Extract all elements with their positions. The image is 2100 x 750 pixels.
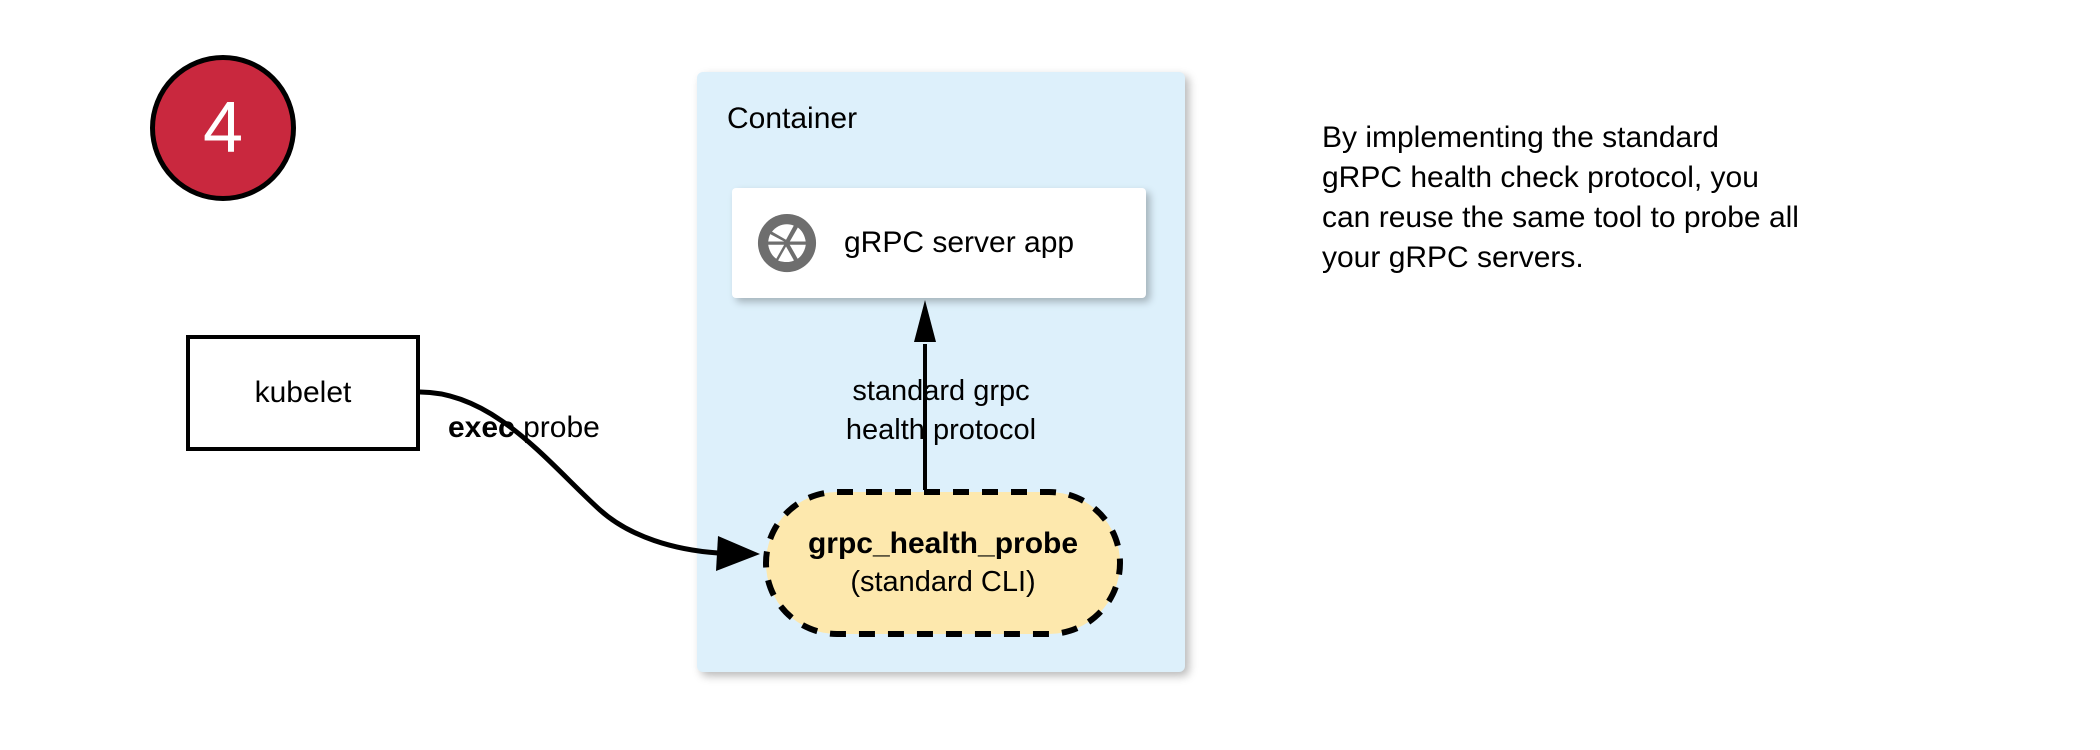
probe-title: grpc_health_probe — [807, 526, 1079, 560]
exec-probe-label-bold: exec — [448, 411, 515, 444]
grpc-server-app-card: gRPC server app — [732, 188, 1146, 298]
exec-probe-label-rest: probe — [514, 411, 600, 444]
probe-subtitle: (standard CLI) — [850, 566, 1036, 599]
step-number-badge: 4 — [150, 55, 296, 201]
protocol-link-label: standard grpc health protocol — [845, 375, 1037, 446]
container-label: Container — [727, 102, 858, 135]
kubelet-box: kubelet — [186, 335, 420, 451]
kubelet-label: kubelet — [254, 376, 352, 409]
protocol-arrow-up — [914, 300, 936, 490]
grpc-server-app-label: gRPC server app — [844, 226, 1075, 259]
side-note-text: By implementing the standard gRPC health… — [1322, 121, 1799, 274]
probe-pill-text: grpc_health_probe (standard CLI) — [763, 489, 1123, 637]
probe-pill-outline — [763, 489, 1123, 637]
exec-probe-label: exec probe — [448, 413, 600, 443]
grpc-aperture-icon — [756, 212, 818, 274]
step-number-label: 4 — [202, 88, 244, 168]
exec-probe-arrow — [419, 389, 760, 571]
grpc-health-probe-node: grpc_health_probe (standard CLI) — [763, 489, 1123, 637]
